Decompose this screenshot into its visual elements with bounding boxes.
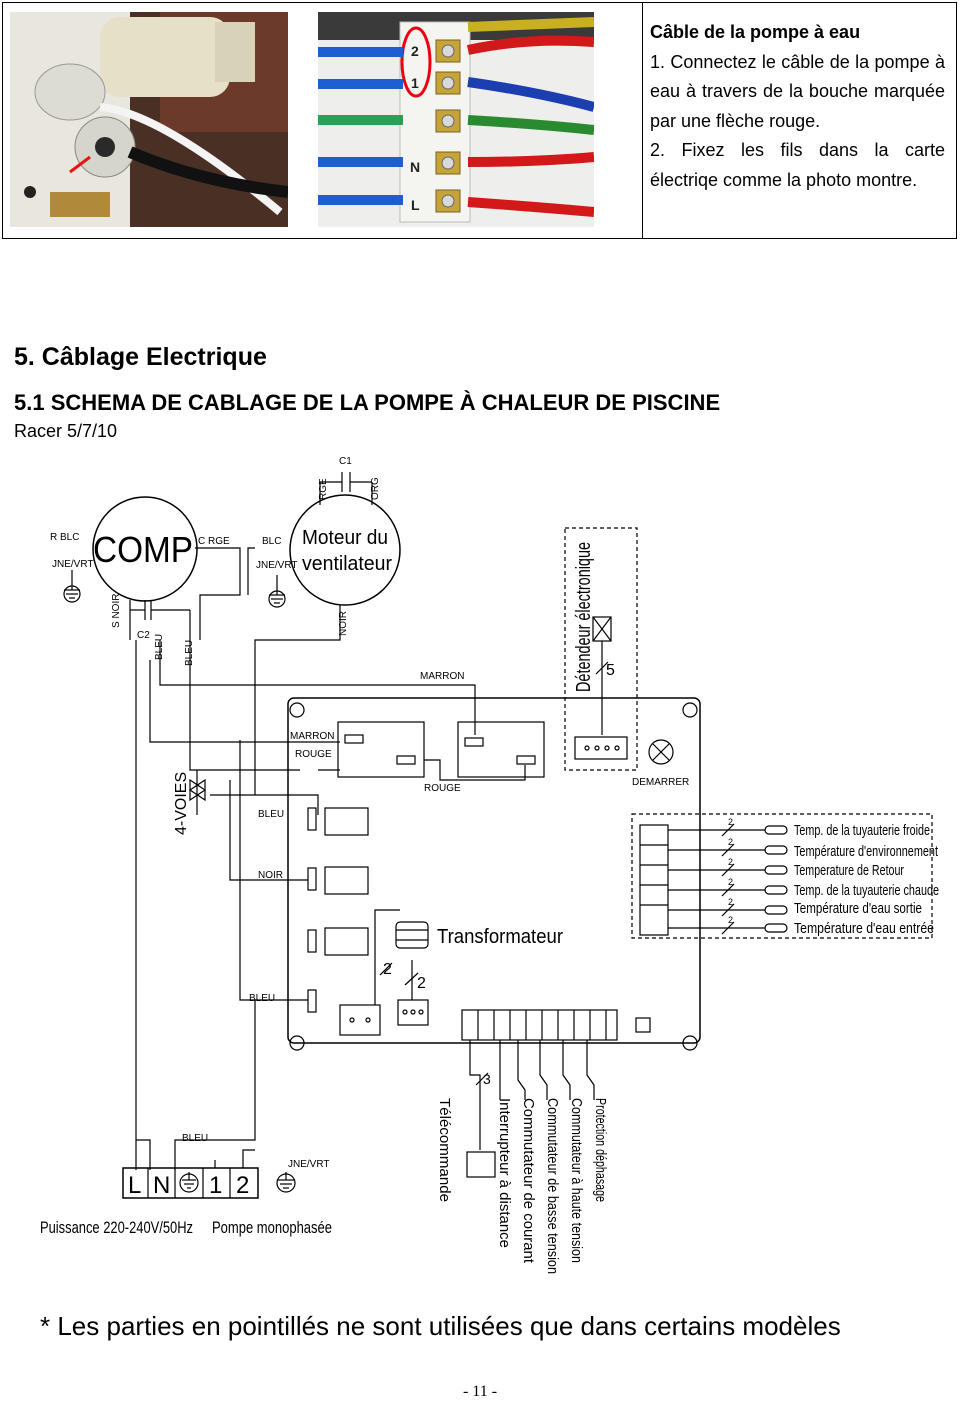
terminal-2: 2	[236, 1172, 249, 1199]
fan-motor	[289, 494, 401, 606]
control-wires	[466, 1040, 595, 1178]
label-r-blc: R BLC	[50, 532, 79, 543]
instruction-step-1: 1. Connectez le câble de la pompe à eau …	[650, 51, 945, 131]
ground-icon	[276, 1172, 296, 1193]
label-c1: C1	[339, 456, 352, 467]
label-motor-1: Moteur du	[302, 527, 388, 549]
control-label-3: Commutateur de courant	[520, 1098, 537, 1264]
control-board	[287, 697, 701, 1051]
sensor-label-5: Température d'eau sortie	[794, 900, 922, 917]
label-rouge-2: ROUGE	[424, 783, 461, 794]
control-label-4: Commutateur de basse tension	[544, 1098, 561, 1274]
label-noir-board: NOIR	[258, 870, 283, 881]
sensor-label-2: Température d'environnement	[794, 843, 939, 860]
section-title: 5. Câblage Electrique	[14, 343, 267, 371]
capacitor-c2	[129, 600, 191, 640]
label-motor-2: ventilateur	[302, 553, 392, 575]
label-c-rge: C RGE	[198, 536, 230, 547]
power-terminal-block	[122, 1167, 259, 1199]
instruction-step-2: 2. Fixez les fils dans la carte électriq…	[650, 140, 945, 190]
label-blc: BLC	[262, 536, 281, 547]
sensor-pin-count-3: 2	[728, 857, 733, 867]
expansion-valve	[564, 527, 638, 771]
label-two-b: 2	[417, 975, 426, 992]
label-bleu-terminal: BLEU	[182, 1133, 208, 1144]
footnote: * Les parties en pointillés ne sont util…	[40, 1311, 841, 1341]
wiring-diagram: C1 RGE ORG COMP R BLC C RGE JNE/VRT S NO…	[0, 450, 960, 1300]
ground-icon	[268, 575, 286, 608]
label-transformateur: Transformateur	[437, 926, 563, 948]
section-subtitle: 5.1 SCHEMA DE CABLAGE DE LA POMPE À CHAL…	[14, 390, 721, 415]
pump-cable-instructions: Câble de la pompe à eau 1. Connectez le …	[650, 18, 945, 195]
label-four-voies: 4-VOIES	[173, 772, 190, 835]
label-noir-motor: NOIR	[338, 611, 349, 636]
sensor-label-6: Température d'eau entrée	[794, 920, 934, 937]
terminal-L: L	[128, 1172, 141, 1199]
sensor-label-4: Temp. de la tuyauterie chaude	[794, 882, 939, 899]
sensor-label-3: Temperature de Retour	[794, 862, 904, 879]
label-detendeur: Détendeur électronique	[573, 542, 595, 692]
model-name: Racer 5/7/10	[14, 421, 118, 441]
four-way-valve	[188, 770, 207, 815]
photo-table	[2, 2, 957, 239]
photo-pump-cable-inlet	[10, 12, 288, 227]
terminal-label-L: L	[411, 197, 420, 213]
wire-lines	[135, 547, 476, 1170]
label-c2: C2	[137, 630, 150, 641]
label-bleu-lower: BLEU	[249, 993, 275, 1004]
control-label-1: Télécommande	[436, 1098, 453, 1202]
terminal-wires	[214, 1149, 255, 1168]
control-label-2: Interrupteur à distance	[496, 1098, 513, 1248]
label-three: 3	[483, 1071, 491, 1087]
label-rouge-1: ROUGE	[295, 749, 332, 760]
label-comp: COMP	[93, 529, 193, 570]
label-org: ORG	[370, 477, 381, 500]
transformer	[395, 921, 429, 949]
label-two-a: 2	[383, 961, 392, 978]
table-divider	[642, 3, 643, 238]
sensors-area	[631, 813, 933, 939]
terminal-1: 1	[209, 1172, 222, 1199]
label-rge: RGE	[318, 478, 329, 500]
terminal-label-1: 1	[411, 75, 419, 91]
sensor-pin-count-6: 2	[728, 915, 733, 925]
sensor-label-1: Temp. de la tuyauterie froide	[794, 822, 930, 839]
label-demarrer: DEMARRER	[632, 777, 689, 788]
wire-lines-board	[318, 759, 526, 781]
label-jne-vrt-comp: JNE/VRT	[52, 559, 94, 570]
control-label-6: Protection déphasage	[592, 1098, 609, 1202]
label-jne-vrt-pump: JNE/VRT	[288, 1159, 330, 1170]
terminal-label-N: N	[410, 159, 420, 175]
sensor-pin-count-1: 2	[728, 817, 733, 827]
terminal-N: N	[153, 1172, 170, 1199]
sensor-pin-count-4: 2	[728, 877, 733, 887]
instructions-heading: Câble de la pompe à eau	[650, 22, 861, 42]
control-label-5: Commutateur à haute tension	[568, 1098, 585, 1263]
label-jne-vrt-motor: JNE/VRT	[256, 560, 298, 571]
sensor-pin-count-5: 2	[728, 897, 733, 907]
terminal-label-2: 2	[411, 43, 419, 59]
label-bleu-board: BLEU	[258, 809, 284, 820]
photo-terminal-block: 2 1 N L	[318, 12, 594, 227]
label-marron-top: MARRON	[420, 671, 464, 682]
page-number: - 11 -	[462, 1383, 498, 1400]
label-pump: Pompe monophasée	[212, 1218, 332, 1237]
label-power: Puissance 220-240V/50Hz	[40, 1218, 193, 1237]
ground-icon	[63, 570, 81, 603]
label-marron: MARRON	[290, 731, 334, 742]
label-five: 5	[606, 662, 615, 679]
label-s-noir: S NOIR	[111, 594, 122, 628]
sensor-pin-count-2: 2	[728, 837, 733, 847]
